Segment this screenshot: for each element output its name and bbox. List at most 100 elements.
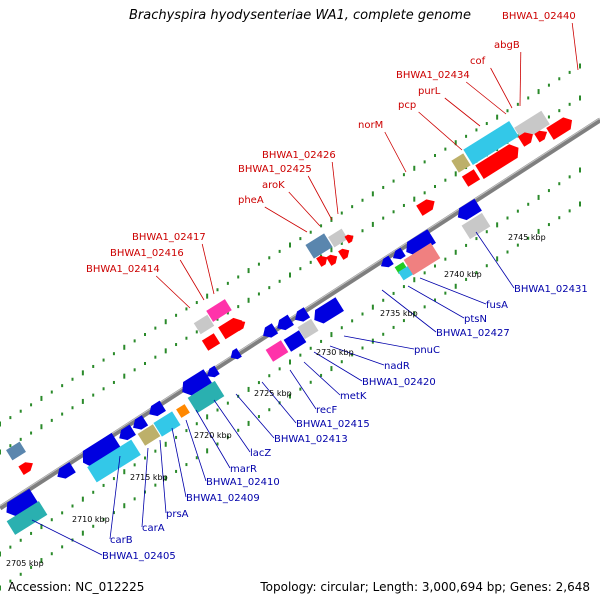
label-leader [331, 161, 339, 215]
tick-dot [444, 147, 447, 151]
scale-tick-label: 2725 kbp [254, 389, 292, 398]
tick-dot [164, 475, 167, 481]
forward-gene-label: cof [470, 56, 486, 67]
gene-feature [457, 198, 482, 221]
gene-block [283, 330, 307, 352]
tick-dot [71, 406, 74, 410]
tick-dot [0, 585, 1, 591]
gene-block [193, 314, 215, 335]
tick-dot [133, 497, 136, 501]
tick-dot [30, 531, 33, 535]
tick-dot [185, 463, 188, 467]
tick-dot [527, 202, 530, 206]
forward-gene-label: BHWA1_02426 [262, 150, 336, 161]
tick-dot [164, 348, 167, 354]
label-leader [490, 67, 513, 109]
reverse-gene-label: carA [142, 523, 165, 534]
tick-dot [30, 431, 33, 435]
tick-dot [309, 260, 312, 264]
gene-feature [87, 439, 141, 483]
gene-feature [82, 432, 123, 468]
tick-dot [133, 463, 136, 467]
gene-feature [265, 340, 289, 362]
tick-dot [320, 339, 323, 343]
gene-arrow-reverse [392, 247, 406, 260]
gene-feature [137, 424, 161, 446]
tick-dot [144, 456, 146, 460]
tick-dot [371, 221, 374, 227]
gene-feature [297, 318, 319, 340]
map-title: Brachyspira hyodysenteriae WA1, complete… [129, 8, 471, 23]
tick-dot [102, 358, 105, 362]
gene-arrow-forward [338, 248, 350, 260]
gene-feature [18, 462, 33, 475]
gene-feature [230, 348, 242, 360]
forward-gene-label: abgB [494, 40, 520, 51]
tick-dot [330, 332, 333, 338]
tick-dot [351, 353, 354, 357]
gene-feature [6, 488, 38, 517]
tick-dot [50, 418, 53, 422]
gene-feature [206, 299, 232, 322]
tick-dot [40, 558, 43, 564]
tick-dot [537, 228, 540, 234]
tick-dot [392, 291, 395, 295]
tick-dot [289, 393, 291, 399]
tick-dot [392, 179, 395, 183]
gene-feature [316, 255, 328, 267]
tick-dot [61, 412, 64, 416]
scale-tick-label: 2720 kbp [194, 431, 232, 440]
gene-feature [326, 254, 338, 266]
gene-feature [263, 323, 279, 338]
tick-dot [516, 209, 519, 213]
tick-dot [361, 229, 364, 233]
tick-dot [278, 367, 281, 371]
tick-dot [568, 102, 571, 106]
gene-block [461, 169, 481, 187]
label-leader [465, 81, 507, 115]
gene-arrow-reverse [119, 424, 136, 441]
genome-summary-text: Topology: circular; Length: 3,000,694 bp… [260, 580, 590, 594]
tick-dot [340, 211, 343, 215]
tick-dot [30, 565, 33, 569]
gene-feature [328, 228, 348, 248]
gene-block [305, 233, 333, 259]
gene-block [461, 212, 491, 240]
tick-dot [185, 336, 188, 340]
gene-feature [119, 424, 136, 441]
gene-arrow-reverse [380, 255, 394, 268]
reverse-gene-label: BHWA1_02427 [436, 328, 510, 339]
gene-arrow-reverse [206, 365, 220, 378]
reverse-gene-label: nadR [384, 361, 410, 372]
tick-dot [289, 359, 291, 365]
tick-dot [40, 424, 43, 430]
tick-dot [278, 249, 281, 253]
reverse-gene-label: marR [230, 464, 257, 475]
gene-block [394, 261, 408, 275]
tick-dot [402, 319, 405, 323]
gene-feature [305, 233, 333, 259]
gene-feature [57, 462, 76, 479]
label-leader [329, 345, 385, 366]
tick-dot [81, 496, 84, 502]
gene-feature [187, 380, 225, 414]
gene-arrow-reverse [457, 198, 482, 221]
gene-arrow-forward [18, 462, 33, 475]
reverse-gene-label: BHWA1_02431 [514, 284, 588, 295]
tick-dot [50, 390, 53, 394]
tick-dot [361, 198, 364, 202]
tick-dot [144, 333, 146, 336]
forward-gene-label: norM [358, 120, 383, 131]
tick-dot [547, 189, 550, 193]
tick-dot [402, 203, 405, 207]
label-leader [213, 399, 251, 453]
tick-dot [92, 490, 95, 494]
label-leader-lines [31, 22, 579, 556]
label-leader [519, 51, 522, 107]
gene-block [187, 380, 225, 414]
tick-dot [144, 362, 146, 365]
tick-dot [81, 530, 84, 536]
scale-tick-label: 2705 kbp [6, 559, 44, 568]
gene-feature [182, 369, 212, 396]
tick-dot [465, 243, 468, 247]
